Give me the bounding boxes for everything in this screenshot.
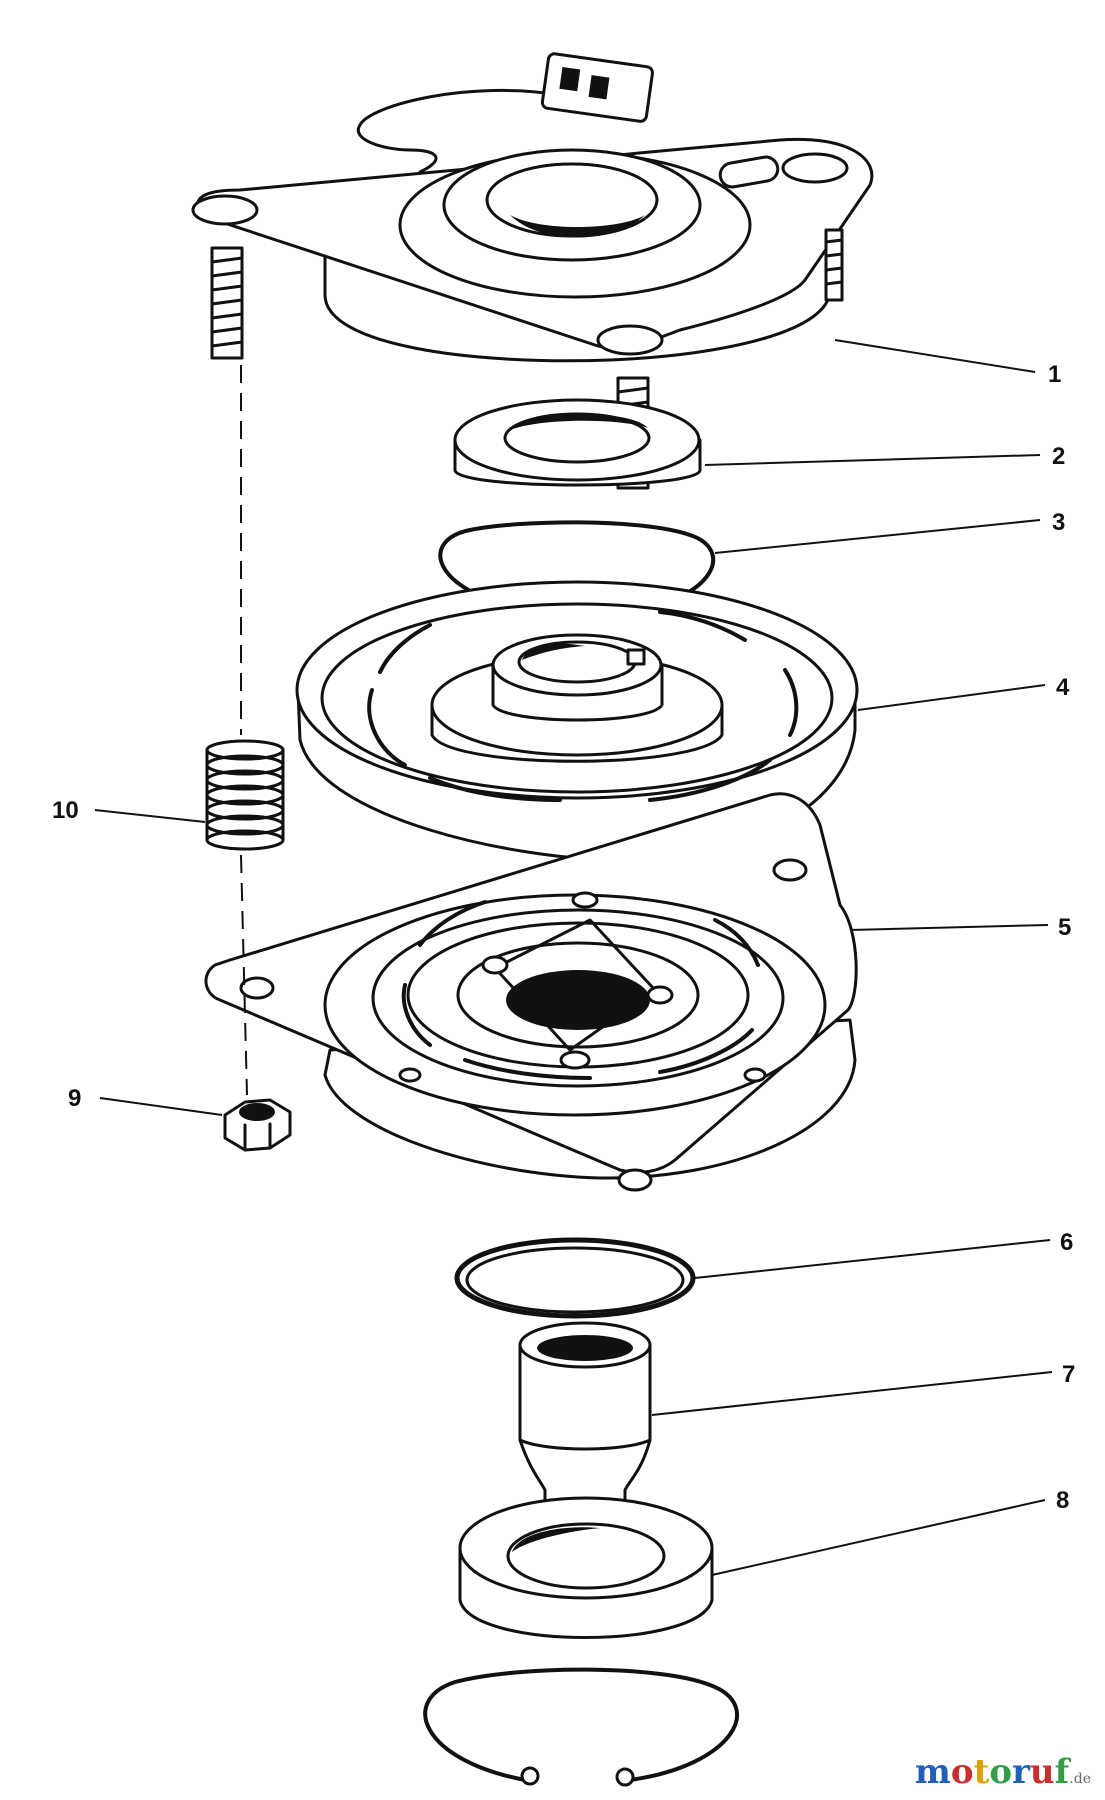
callout-3: 3 [1052,509,1065,536]
callout-6: 6 [1060,1229,1073,1256]
callout-10: 10 [52,797,79,824]
callout-7: 7 [1062,1361,1075,1388]
watermark-letter: o [989,1752,1012,1792]
part-9-lock-nut [223,1098,292,1152]
watermark-letter: m [914,1752,951,1792]
part-6-o-ring [454,1237,696,1319]
watermark-logo: motoruf.de [915,1752,1091,1792]
callout-4: 4 [1056,674,1070,701]
watermark-letter: u [1029,1752,1055,1792]
callout-5: 5 [1058,914,1071,941]
watermark-suffix: .de [1069,1771,1091,1787]
callouts: 1 2 3 4 5 6 7 8 9 10 [52,361,1075,1514]
part-8-bearing [458,1496,714,1639]
leader-lines [94,339,1053,1576]
watermark-letter: o [950,1752,974,1792]
part-8-snap-ring [423,1667,739,1787]
part-5-brake-plate [204,792,858,1192]
callout-2: 2 [1052,443,1065,470]
watermark-letter: f [1054,1752,1070,1792]
part-2-bearing [453,398,702,487]
callout-1: 1 [1048,361,1061,388]
part-1-field-coil-assembly [191,52,874,490]
watermark-letter: r [1012,1752,1030,1792]
watermark-letter: t [973,1752,990,1792]
part-10-spring [205,739,285,851]
bolt-centerline [240,365,248,1096]
callout-8: 8 [1056,1487,1069,1514]
callout-9: 9 [68,1085,81,1112]
